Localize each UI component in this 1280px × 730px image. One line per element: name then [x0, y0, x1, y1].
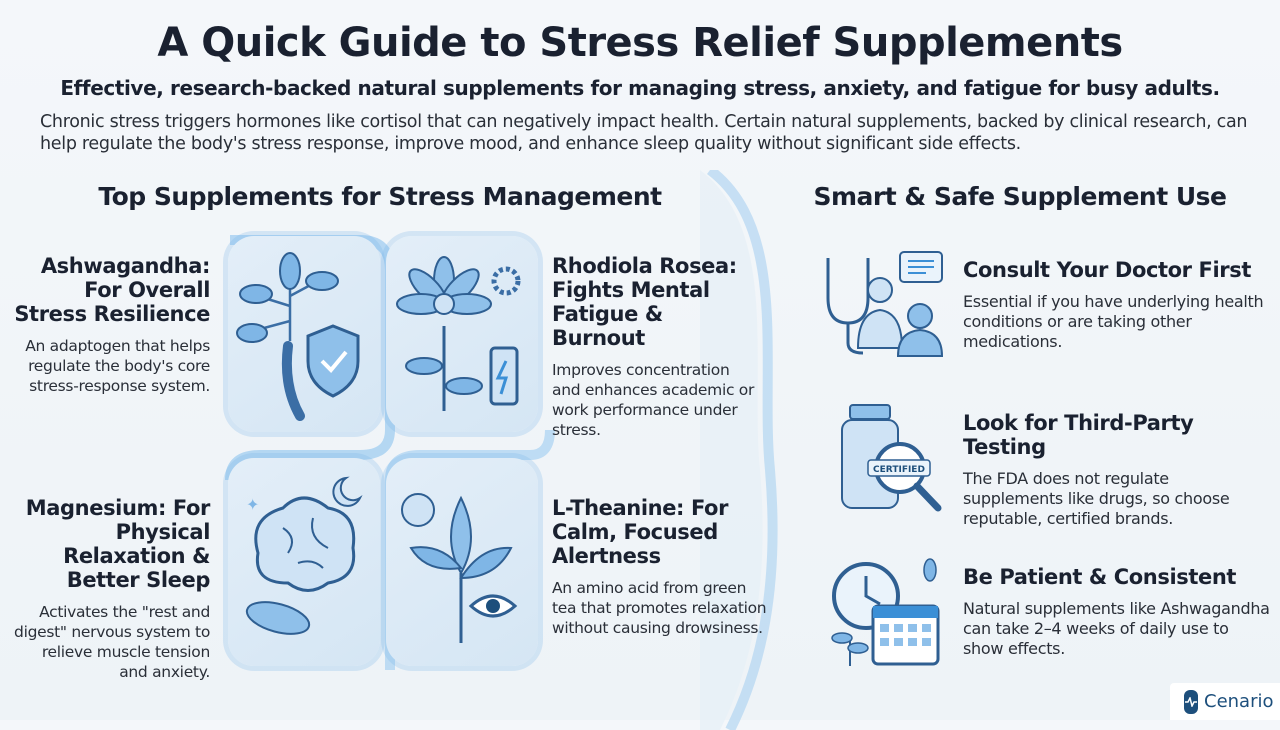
tip-patience: Be Patient & Consistent Natural suppleme…	[963, 565, 1273, 659]
tip-consult-doctor: Consult Your Doctor First Essential if y…	[963, 258, 1273, 352]
root-shield-icon	[236, 252, 360, 421]
supplement-title: Rhodiola Rosea: Fights Mental Fatigue & …	[552, 254, 737, 350]
ashwagandha-icon-tile	[228, 236, 380, 432]
brand-name: Cenario	[1204, 691, 1274, 712]
supplement-description: Activates the "rest and digest" nervous …	[14, 603, 210, 681]
supplement-title: L-Theanine: For Calm, Focused Alertness	[552, 496, 729, 568]
supplement-title: Magnesium: For Physical Relaxation & Bet…	[25, 496, 211, 592]
intro-paragraph: Chronic stress triggers hormones like co…	[40, 112, 1248, 154]
supplement-description: An adaptogen that helps regulate the bod…	[25, 337, 210, 395]
l-theanine-icon-tile	[386, 458, 538, 666]
rhodiola-icon-tile	[386, 236, 538, 432]
supplement-title: Ashwagandha: For Overall Stress Resilien…	[14, 254, 210, 326]
tip-title: Look for Third-Party Testing	[963, 411, 1194, 459]
supplement-description: Improves concentration and enhances acad…	[552, 361, 755, 439]
pulse-icon	[1184, 689, 1198, 714]
clock-calendar-icon	[831, 558, 940, 666]
supplement-description: An amino acid from green tea that promot…	[552, 579, 767, 637]
brand-logo: Cenario	[1170, 683, 1280, 720]
supplement-magnesium: Magnesium: For Physical Relaxation & Bet…	[10, 496, 210, 682]
certified-badge: CERTIFIED	[873, 465, 925, 475]
tip-description: Essential if you have underlying health …	[963, 292, 1264, 351]
left-section-heading: Top Supplements for Stress Management	[98, 182, 662, 211]
brain-moon-icon: ✦	[245, 476, 363, 635]
curved-divider	[700, 170, 778, 730]
tip-third-party-testing: Look for Third-Party Testing The FDA doe…	[963, 411, 1273, 529]
page-subtitle: Effective, research-backed natural suppl…	[60, 76, 1220, 100]
tip-description: The FDA does not regulate supplements li…	[963, 469, 1230, 528]
tea-leaf-eye-icon	[401, 493, 518, 643]
magnesium-icon-tile: ✦	[228, 458, 380, 666]
page-title: A Quick Guide to Stress Relief Supplemen…	[157, 20, 1123, 66]
supplement-ashwagandha: Ashwagandha: For Overall Stress Resilien…	[10, 254, 210, 396]
doctor-stethoscope-icon	[826, 251, 944, 357]
flower-battery-icon	[396, 256, 521, 411]
supplement-rhodiola: Rhodiola Rosea: Fights Mental Fatigue & …	[552, 254, 762, 440]
certified-bottle-icon: CERTIFIED	[841, 404, 942, 512]
tip-title: Consult Your Doctor First	[963, 258, 1251, 282]
tip-description: Natural supplements like Ashwagandha can…	[963, 599, 1270, 658]
svg-text:✦: ✦	[246, 495, 259, 514]
tip-title: Be Patient & Consistent	[963, 565, 1237, 589]
right-section-heading: Smart & Safe Supplement Use	[813, 182, 1227, 211]
supplement-l-theanine: L-Theanine: For Calm, Focused Alertness …	[552, 496, 767, 638]
